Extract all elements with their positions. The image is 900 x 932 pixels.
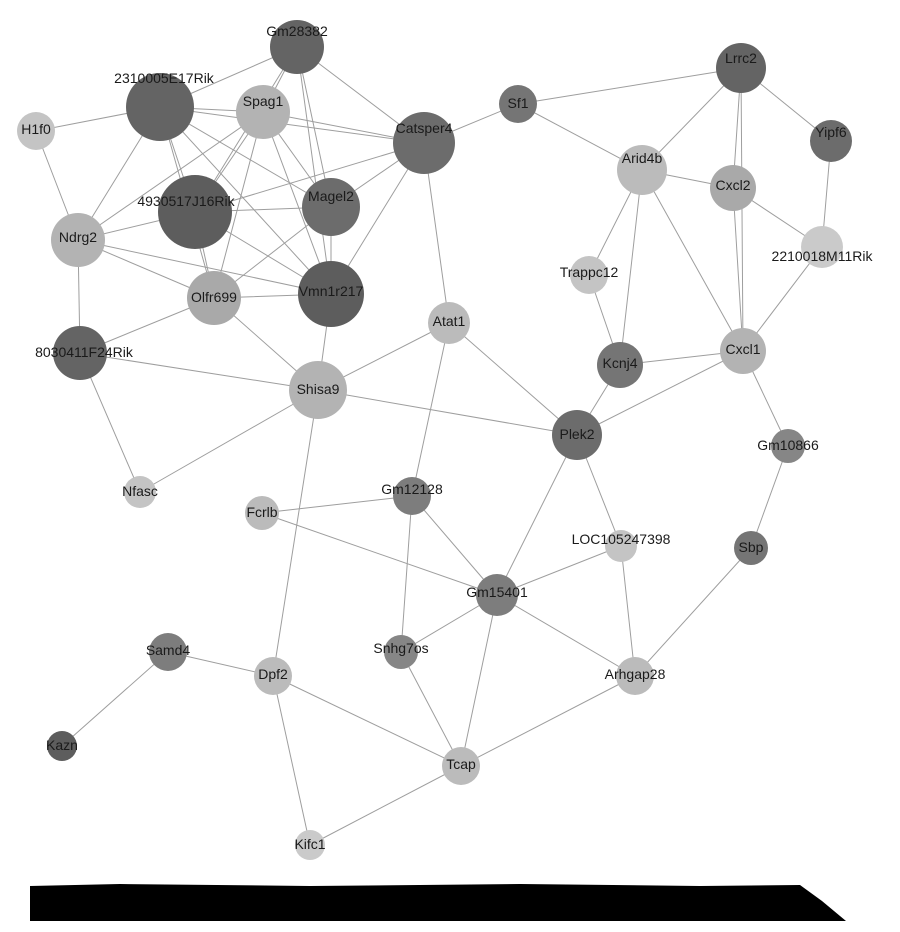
node-Nfasc[interactable] (124, 476, 156, 508)
edge-Cxcl2-Cxcl1 (732, 187, 744, 352)
edge-Dpf2-Tcap (272, 675, 462, 767)
edge-Atat1-Gm12128 (411, 322, 450, 497)
edge-Arid4b-Kcnj4 (619, 169, 643, 366)
edge-Lrrc2-Cxcl1 (740, 67, 744, 352)
edge-2310005E17Rik-Vmn1r217 (159, 106, 332, 295)
node-Lrrc2[interactable] (716, 43, 766, 93)
redacted-caption (30, 884, 846, 921)
node-Fcrlb[interactable] (245, 496, 279, 530)
edge-Snhg7os-Tcap (400, 651, 462, 767)
node-Cxcl2[interactable] (710, 165, 756, 211)
edge-Sf1-Lrrc2 (517, 67, 742, 105)
edge-Dpf2-Kifc1 (272, 675, 311, 846)
edge-Sbp-Arhgap28 (634, 547, 752, 677)
node-H1f0[interactable] (17, 112, 55, 150)
node-Dpf2[interactable] (254, 657, 292, 695)
edge-Samd4-Kazn (61, 651, 169, 747)
edge-Plek2-Gm15401 (496, 434, 578, 596)
node-Sf1[interactable] (499, 85, 537, 123)
node-Gm15401[interactable] (476, 574, 518, 616)
edge-Gm15401-LOC105247398 (496, 545, 622, 596)
edge-Spag1-Ndrg2 (77, 111, 264, 241)
nodes-layer (17, 20, 852, 860)
node-Arhgap28[interactable] (616, 657, 654, 695)
node-Gm12128[interactable] (393, 477, 431, 515)
edge-Gm10866-Sbp (750, 445, 789, 549)
node-Atat1[interactable] (428, 302, 470, 344)
node-Plek2[interactable] (552, 410, 602, 460)
edge-Gm12128-Snhg7os (400, 495, 413, 653)
node-Olfr699[interactable] (187, 271, 241, 325)
edge-Gm12128-Gm15401 (411, 495, 498, 596)
edge-Cxcl1-Plek2 (576, 350, 744, 436)
node-2210018M11Rik[interactable] (801, 226, 843, 268)
node-Kcnj4[interactable] (597, 342, 643, 388)
node-Shisa9[interactable] (289, 361, 347, 419)
edge-Shisa9-Dpf2 (272, 389, 319, 677)
edge-Catsper4-4930517J16Rik (194, 142, 425, 213)
edge-Tcap-Arhgap28 (460, 675, 636, 767)
node-Catsper4[interactable] (393, 112, 455, 174)
edge-Fcrlb-Gm15401 (261, 512, 498, 596)
edge-Gm12128-Fcrlb (261, 495, 413, 514)
node-Tcap[interactable] (442, 747, 480, 785)
edge-Plek2-Atat1 (448, 322, 578, 436)
node-Ndrg2[interactable] (51, 213, 105, 267)
node-Trappc12[interactable] (570, 256, 608, 294)
node-Magel2[interactable] (302, 178, 360, 236)
edge-Ndrg2-Vmn1r217 (77, 239, 332, 295)
node-Sbp[interactable] (734, 531, 768, 565)
edge-Shisa9-Nfasc (139, 389, 319, 493)
node-Gm10866[interactable] (771, 429, 805, 463)
node-Snhg7os[interactable] (384, 635, 418, 669)
node-Kazn[interactable] (47, 731, 77, 761)
node-Samd4[interactable] (149, 633, 187, 671)
node-4930517J16Rik[interactable] (158, 175, 232, 249)
edge-Spag1-Olfr699 (213, 111, 264, 299)
node-Cxcl1[interactable] (720, 328, 766, 374)
node-Kifc1[interactable] (295, 830, 325, 860)
node-Arid4b[interactable] (617, 145, 667, 195)
node-Vmn1r217[interactable] (298, 261, 364, 327)
edge-Arid4b-Cxcl1 (641, 169, 744, 352)
edge-Gm15401-Arhgap28 (496, 594, 636, 677)
edge-Tcap-Kifc1 (309, 765, 462, 846)
node-LOC105247398[interactable] (605, 530, 637, 562)
node-Yipf6[interactable] (810, 120, 852, 162)
node-2310005E17Rik[interactable] (126, 73, 194, 141)
node-Spag1[interactable] (236, 85, 290, 139)
edge-8030411F24Rik-Shisa9 (79, 352, 319, 391)
edge-2310005E17Rik-Catsper4 (159, 106, 425, 144)
edge-LOC105247398-Arhgap28 (620, 545, 636, 677)
node-Gm28382[interactable] (270, 20, 324, 74)
node-8030411F24Rik[interactable] (53, 326, 107, 380)
edge-Gm28382-Vmn1r217 (296, 46, 332, 295)
edge-Gm15401-Tcap (460, 594, 498, 767)
edge-Shisa9-Plek2 (317, 389, 578, 436)
